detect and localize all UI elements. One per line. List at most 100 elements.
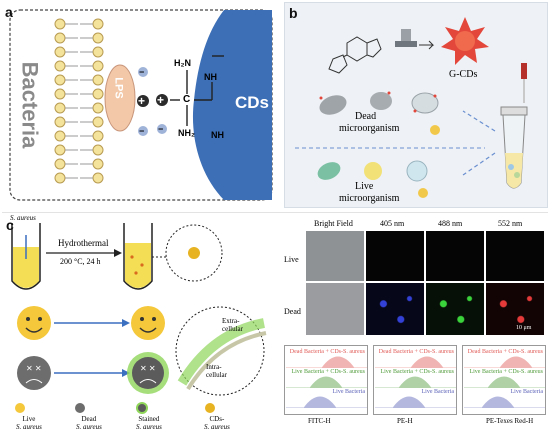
legend-dead-l1: Dead — [81, 415, 97, 423]
panel-label-b: b — [289, 5, 298, 21]
intra-label-l2: cellular — [206, 371, 227, 379]
mic-live-405 — [366, 231, 424, 281]
plus-charge — [137, 95, 149, 107]
cell-membrane — [177, 318, 266, 386]
dead-label-l2: microorganism — [339, 123, 400, 134]
nh-top-label: NH — [204, 72, 217, 82]
legend-live: Live S. aureus — [16, 415, 42, 431]
flow-track-label: Live Bacteria — [421, 389, 454, 395]
flow-track-label: Dead Bacteria + CDs-S. aureus — [289, 349, 365, 355]
lipid-head — [92, 116, 104, 128]
plus-sign-1: + — [138, 94, 146, 108]
panel-a-illustration — [9, 9, 273, 201]
mic-dead-488 — [426, 283, 484, 335]
nh2-label: NH₂ — [178, 128, 195, 138]
panel-a: a Bacteria LPS CDs H₂N C NH NH NH₂ − + −… — [2, 2, 280, 208]
sample-tube — [500, 106, 528, 189]
live-label-l2: microorganism — [339, 193, 400, 204]
flow-curve — [375, 396, 456, 408]
lipid-head — [92, 130, 104, 142]
extra-label-l1: Extra- — [222, 317, 240, 325]
legend-stained-l1: Stained — [138, 415, 160, 423]
panel-c-illustration: ✕ ✕ ✕ ✕ — [11, 223, 267, 414]
mic-row-live: Live — [284, 255, 299, 264]
flow-track-label: Dead Bacteria + CDs-S. aureus — [467, 349, 543, 355]
lipid-head — [92, 18, 104, 30]
bacteria-label: Bacteria — [17, 61, 43, 149]
dropper — [521, 63, 527, 103]
lipid-head — [92, 46, 104, 58]
legend-live-l1: Live — [22, 415, 36, 423]
intra-label-l1: Intra- — [206, 363, 222, 371]
mic-header-bf: Bright Field — [314, 219, 353, 228]
live-microorganisms — [317, 160, 428, 182]
legend-dead: Dead S. aureus — [76, 415, 102, 431]
nh-bottom-label: NH — [211, 130, 224, 140]
lipid-head — [92, 158, 104, 170]
dead-label-l1: Dead — [355, 111, 377, 122]
flow-axis-label: PE-H — [397, 417, 413, 425]
minus-sign-1: − — [139, 67, 145, 77]
lipid-head — [54, 46, 66, 58]
flow-curve — [464, 396, 545, 408]
guanosine-molecule — [328, 36, 382, 74]
lipid-head — [92, 74, 104, 86]
legend-cds: CDs- S. aureus — [204, 415, 230, 431]
legend-cds-l2: S. aureus — [204, 423, 230, 431]
tube-right — [123, 223, 153, 290]
mic-dead-552 — [486, 283, 544, 335]
panel-c: ✕ ✕ ✕ ✕ c S. aureus Hydrothermal 200 °C,… — [2, 212, 548, 439]
minus-charge — [138, 126, 148, 136]
charges — [137, 67, 168, 136]
flow-track-label: Live Bacteria — [332, 389, 365, 395]
legend-dead-icon — [75, 403, 85, 413]
plus-charge — [156, 94, 168, 106]
minus-charge — [138, 67, 148, 77]
legend-stained-l2: S. aureus — [136, 423, 162, 431]
lipid-bilayer — [54, 18, 104, 184]
flow-curve — [464, 356, 545, 368]
legend-stained: Stained S. aureus — [136, 415, 162, 431]
flow-curve — [286, 356, 367, 368]
lipid-head — [54, 172, 66, 184]
minus-sign-3: − — [158, 124, 164, 134]
dead-face: ✕ ✕ — [17, 356, 51, 390]
gcds-particle — [441, 17, 489, 65]
cds-particle — [192, 10, 272, 200]
legend-cds-icon — [205, 403, 215, 413]
reactor-vessel — [395, 29, 435, 50]
flow-track-label: Dead Bacteria + CDs-S. aureus — [378, 349, 454, 355]
flow-axis-label: FITC-H — [308, 417, 331, 425]
stained-face: ✕ ✕ — [127, 352, 169, 394]
tube-label: S. aureus — [10, 214, 36, 222]
svg-text:✕ ✕: ✕ ✕ — [26, 364, 42, 373]
mic-live-552 — [486, 231, 544, 281]
flow-histogram — [286, 356, 367, 368]
cds-label: CDs — [235, 93, 270, 112]
flow-track-label: Live Bacteria + CDs-S. aureus — [380, 369, 454, 375]
minus-charge — [157, 124, 167, 134]
flow-histogram — [375, 376, 456, 388]
lps-label: LPS — [112, 77, 125, 99]
legend-dead-l2: S. aureus — [76, 423, 102, 431]
panel-label-c: c — [6, 217, 14, 233]
flow-curve — [375, 356, 456, 368]
live-smiley — [17, 306, 51, 340]
microscopy-grid: Bright Field 405 nm 488 nm 552 nm Live D… — [284, 219, 546, 337]
flow-histogram — [464, 396, 545, 408]
lipid-head — [54, 60, 66, 72]
lipid-head — [54, 18, 66, 30]
flow-track-label: Live Bacteria + CDs-S. aureus — [291, 369, 365, 375]
lipid-head — [92, 144, 104, 156]
lipid-head — [92, 172, 104, 184]
panel-label-a: a — [5, 4, 13, 20]
legend-cds-l1: CDs- — [209, 415, 225, 423]
flow-histogram — [464, 356, 545, 368]
legend-live-icon — [15, 403, 25, 413]
flow-curve — [464, 376, 545, 388]
mic-live-488 — [426, 231, 484, 281]
live-smiley-2 — [131, 306, 165, 340]
arrows — [462, 110, 496, 176]
